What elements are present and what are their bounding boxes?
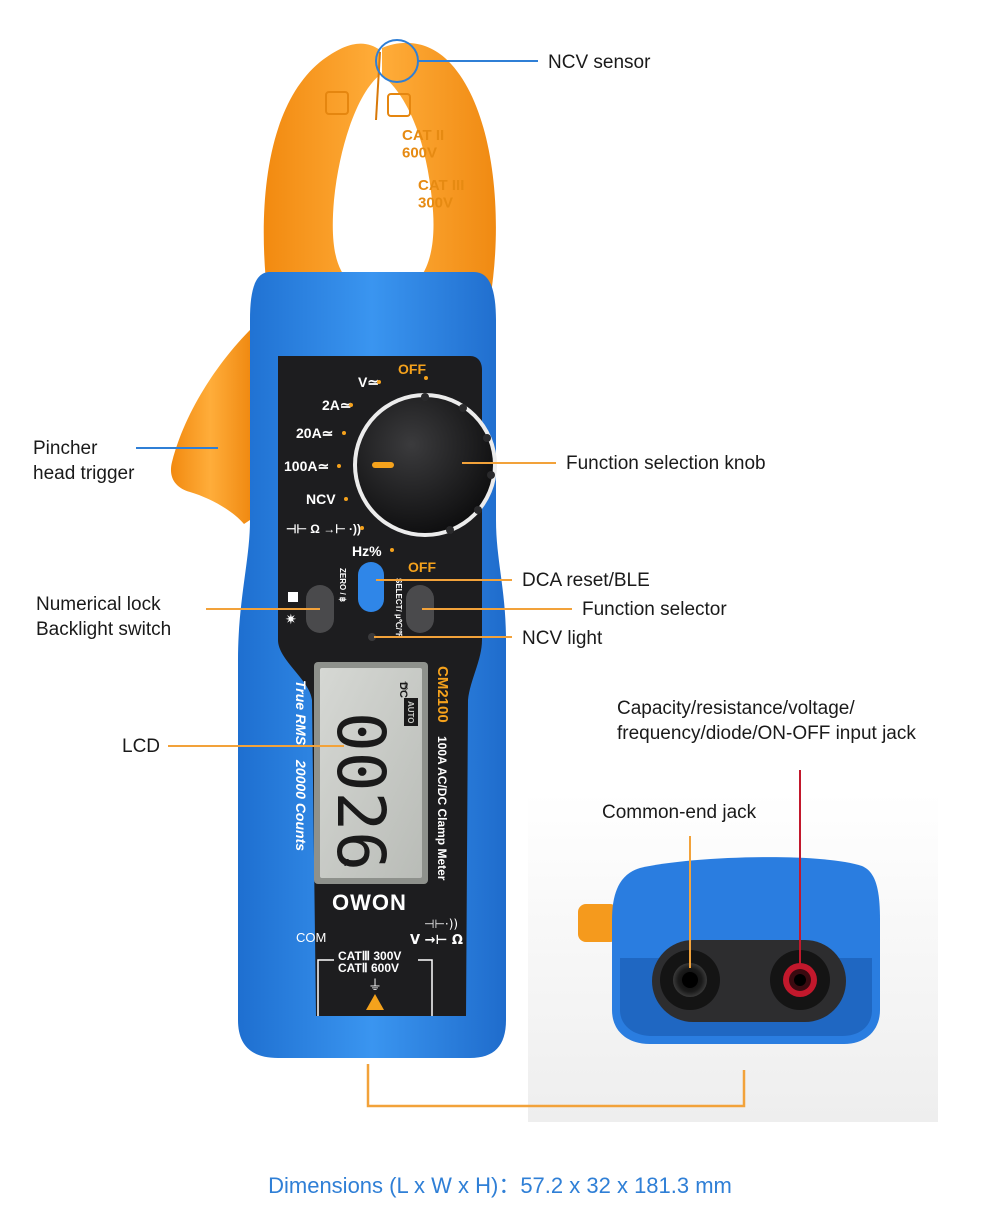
ground-icon: ⏚: [368, 978, 382, 994]
brand-logo: OWON: [332, 890, 407, 915]
lcd-auto: AUTO: [406, 701, 415, 724]
jaw-embossing: [325, 91, 411, 117]
dca-reset-button[interactable]: [358, 562, 384, 612]
cat-600-label: CATⅡ 600V: [338, 961, 399, 975]
label-input-jack: Capacity/resistance/voltage/ frequency/d…: [617, 698, 916, 744]
label-pincher-trigger: Pincher head trigger: [33, 438, 135, 484]
label-numerical-lock: Numerical lock Backlight switch: [36, 594, 172, 640]
dial-v: V≃: [358, 374, 379, 390]
dial-off-bottom: OFF: [408, 559, 436, 575]
dial-100a: 100A≃: [284, 458, 329, 474]
model-desc-text: 100A AC/DC Clamp Meter: [435, 736, 449, 881]
terminal-right-label: V →⊢ Ω: [410, 933, 463, 948]
label-function-selector: Function selector: [582, 599, 727, 620]
dial-20a: 20A≃: [296, 425, 333, 441]
label-lcd: LCD: [122, 736, 161, 757]
common-end-jack[interactable]: [660, 950, 720, 1010]
dimensions-text: Dimensions (L x W x H)：57.2 x 32 x 181.3…: [268, 1173, 732, 1198]
dial-ncv: NCV: [306, 491, 336, 507]
label-common-jack: Common-end jack: [602, 802, 757, 823]
label-dca-reset: DCA reset/BLE: [522, 570, 650, 591]
label-ncv-light: NCV light: [522, 628, 603, 649]
model-text: CM2100: [434, 666, 451, 723]
dial-dots: [337, 376, 428, 552]
function-selector-button[interactable]: [406, 585, 434, 633]
terminal-right-top-label: ⊣⊢·)): [424, 917, 458, 931]
dial-2a: 2A≃: [322, 397, 352, 413]
dimension-bracket: [366, 1064, 746, 1108]
label-ncv-sensor: NCV sensor: [548, 52, 651, 73]
dial-hz: Hz%: [352, 543, 382, 559]
ncv-light: [368, 633, 376, 641]
button-zero-label: ZERO / ฿: [338, 568, 347, 602]
lcd-screen: [314, 662, 428, 884]
counts-text: 20000 Counts: [293, 759, 309, 851]
function-selection-knob[interactable]: [353, 393, 497, 537]
callout-lines: [136, 39, 801, 968]
warning-icon: [366, 994, 384, 1010]
com-label: COM: [296, 930, 326, 945]
lcd-mode: DC: [397, 682, 409, 698]
button-select-label: SELECT/ µ℃/℉: [394, 578, 403, 638]
hold-icon: [288, 592, 298, 602]
input-jack[interactable]: [770, 950, 830, 1010]
dial-off-top: OFF: [398, 361, 426, 377]
bluetooth-icon: ᛒ: [403, 680, 410, 693]
cat-300-label: CATⅢ 300V: [338, 949, 401, 963]
label-function-knob: Function selection knob: [566, 453, 766, 474]
backlight-icon: ✷: [285, 612, 297, 628]
terminal-bracket: [317, 959, 433, 1016]
lcd-unit: A: [344, 858, 351, 869]
pincher-trigger: [170, 330, 250, 524]
lcd-reading: 0026: [322, 712, 399, 871]
true-rms-text: True RMS: [293, 680, 309, 746]
dial-multi: ⊣⊢ Ω →⊢ ·)): [286, 522, 361, 536]
clamp-jaw: [263, 42, 496, 300]
